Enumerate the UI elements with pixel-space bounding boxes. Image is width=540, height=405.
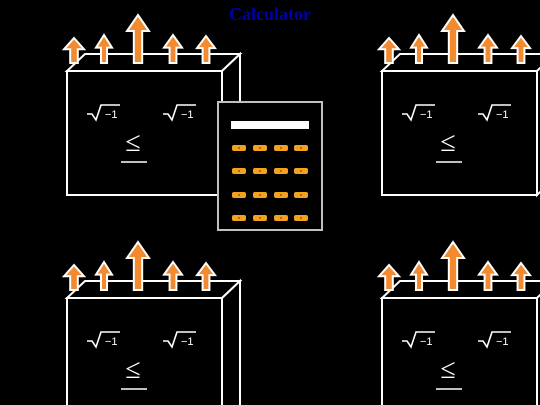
radical-sign <box>402 331 435 349</box>
up-arrow-icon <box>162 260 184 291</box>
key-dot <box>238 194 240 196</box>
face-box-4: −1 −1 ≤ <box>376 240 540 405</box>
radical-text: −1 <box>496 336 509 348</box>
key-dot <box>238 217 240 219</box>
key-dot <box>238 147 240 149</box>
radical-sign <box>163 331 196 349</box>
page-title: Calculator <box>229 4 311 24</box>
radical-text: −1 <box>105 336 118 348</box>
radical-sign <box>478 104 511 122</box>
key-dot <box>280 194 282 196</box>
face-box-2: −1 −1 ≤ <box>376 13 540 198</box>
key-dot <box>259 170 261 172</box>
key-dot <box>280 217 282 219</box>
radical-sign <box>163 104 196 122</box>
mouth-symbol: ≤ <box>440 354 455 385</box>
box-front <box>381 297 538 405</box>
radical-text: −1 <box>496 109 509 121</box>
up-arrow-icon <box>510 34 532 64</box>
key-dot <box>300 170 302 172</box>
key-dot <box>300 194 302 196</box>
up-arrow-icon <box>61 36 87 64</box>
mouth-symbol: ≤ <box>125 354 140 385</box>
key-dot <box>280 147 282 149</box>
mouth-symbol: ≤ <box>125 127 140 158</box>
up-arrow-icon <box>125 13 151 64</box>
key-dot <box>300 147 302 149</box>
box-front <box>381 70 538 196</box>
up-arrow-icon <box>376 36 402 64</box>
up-arrow-icon <box>376 263 402 291</box>
radical-sign <box>478 331 511 349</box>
box-top <box>379 280 540 299</box>
key-dot <box>259 217 261 219</box>
box-top <box>379 53 540 72</box>
box-top <box>64 280 243 299</box>
key-dot <box>259 147 261 149</box>
up-arrow-icon <box>440 240 466 291</box>
radical-text: −1 <box>181 109 194 121</box>
up-arrow-icon <box>409 260 429 291</box>
key-dot <box>280 170 282 172</box>
box-side <box>221 278 241 405</box>
up-arrow-icon <box>477 33 499 64</box>
calculator-display <box>231 121 309 129</box>
radical-text: −1 <box>420 109 433 121</box>
up-arrow-icon <box>409 33 429 64</box>
box-front <box>66 297 223 405</box>
radical-sign <box>87 104 120 122</box>
up-arrow-icon <box>61 263 87 291</box>
radical-text: −1 <box>105 109 118 121</box>
mouth-symbol: ≤ <box>440 127 455 158</box>
key-dot <box>300 217 302 219</box>
key-dot <box>259 194 261 196</box>
up-arrow-icon <box>195 261 217 291</box>
face-box-1: −1 −1 ≤ <box>61 13 243 198</box>
box-top <box>64 53 243 72</box>
up-arrow-icon <box>94 33 114 64</box>
radical-text: −1 <box>181 336 194 348</box>
up-arrow-icon <box>440 13 466 64</box>
radical-sign <box>87 331 120 349</box>
radical-sign <box>402 104 435 122</box>
up-arrow-icon <box>195 34 217 64</box>
up-arrow-icon <box>162 33 184 64</box>
up-arrow-icon <box>125 240 151 291</box>
box-front <box>66 70 223 196</box>
up-arrow-icon <box>94 260 114 291</box>
calculator-icon <box>217 101 323 231</box>
face-box-3: −1 −1 ≤ <box>61 240 243 405</box>
key-dot <box>238 170 240 172</box>
radical-text: −1 <box>420 336 433 348</box>
up-arrow-icon <box>477 260 499 291</box>
up-arrow-icon <box>510 261 532 291</box>
